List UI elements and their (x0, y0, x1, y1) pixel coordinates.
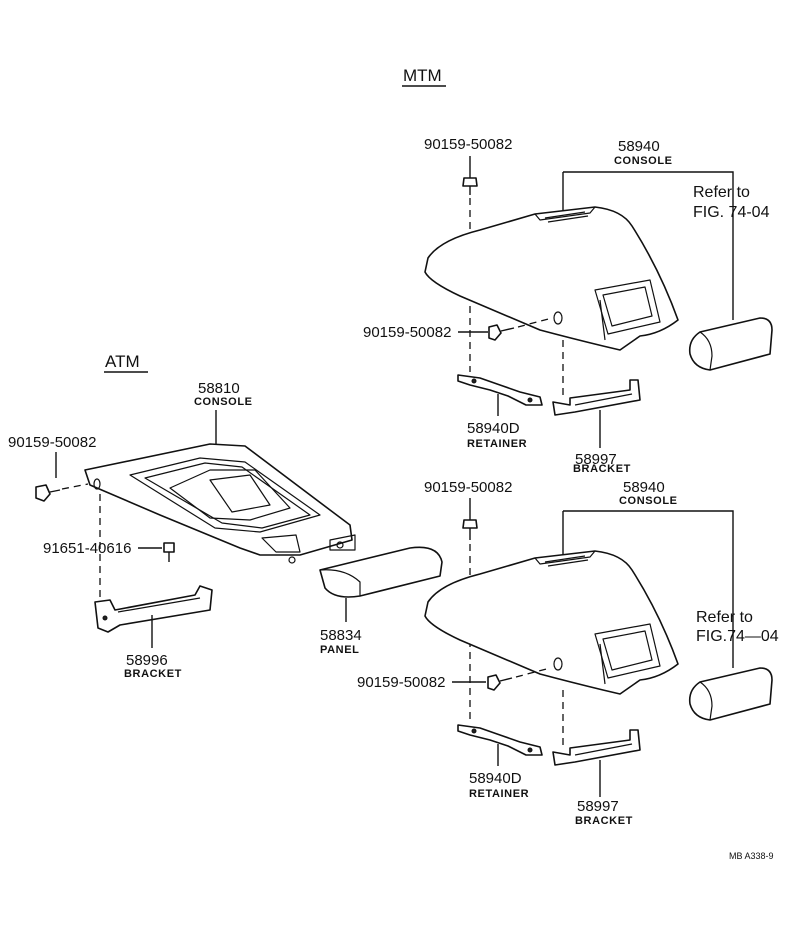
mtm-lower-console-part (424, 550, 679, 695)
mtm-upper-bracket-name: BRACKET (573, 463, 631, 475)
mtm-upper-refer-line1: Refer to (693, 184, 750, 201)
mtm-upper-console-pn: 58940 (618, 138, 660, 155)
mtm-lower-refer-part (688, 667, 773, 721)
bolt-icon (462, 498, 478, 540)
screw-icon (163, 542, 175, 562)
atm-panel-pn: 58834 (320, 627, 362, 644)
mtm-lower-bolt-side-label: 90159-50082 (357, 674, 445, 691)
alignment-line (517, 317, 553, 328)
mtm-upper-console-name: CONSOLE (614, 155, 673, 167)
bolt-icon (487, 674, 513, 691)
atm-bracket-pn: 58996 (126, 652, 168, 669)
mtm-upper-refer-line2: FIG. 74-04 (693, 204, 770, 221)
atm-panel-part (319, 546, 443, 598)
alignment-line (515, 667, 551, 678)
mtm-lower-bracket-name: BRACKET (575, 815, 633, 827)
mtm-upper-refer-part (688, 317, 773, 371)
mtm-upper-retainer-part (457, 374, 543, 406)
bolt-icon (462, 156, 478, 195)
leader-line (562, 171, 734, 320)
atm-screw-label: 91651-40616 (43, 540, 131, 557)
mtm-upper-retainer-name: RETAINER (467, 438, 527, 450)
mtm-lower-retainer-pn: 58940D (469, 770, 522, 787)
mtm-upper-bolt-side-label: 90159-50082 (363, 324, 451, 341)
section-title-mtm: MTM (403, 66, 442, 85)
mtm-lower-bracket-pn: 58997 (577, 798, 619, 815)
leader-line (562, 510, 734, 668)
atm-console-pn: 58810 (198, 380, 240, 397)
mtm-lower-console-pn: 58940 (623, 479, 665, 496)
bolt-icon (488, 324, 515, 341)
mtm-lower-bracket-part (552, 729, 641, 766)
atm-console-name: CONSOLE (194, 396, 253, 408)
figure-code: MB A338-9 (729, 851, 774, 861)
mtm-upper-bracket-pn: 58997 (575, 451, 617, 468)
mtm-lower-retainer-name: RETAINER (469, 788, 529, 800)
mtm-lower-refer-line2: FIG.74—04 (696, 628, 779, 645)
bolt-icon (35, 484, 61, 502)
atm-bolt-label: 90159-50082 (8, 434, 96, 451)
atm-group: 58810 CONSOLE 90159-50082 91651-40616 (8, 380, 443, 680)
atm-console-part (84, 443, 356, 564)
mtm-upper-bolt-top-label: 90159-50082 (424, 136, 512, 153)
atm-bracket-name: BRACKET (124, 668, 182, 680)
mtm-upper-console-part (424, 206, 679, 351)
mtm-upper-retainer-pn: 58940D (467, 420, 520, 437)
mtm-lower-bolt-top-label: 90159-50082 (424, 479, 512, 496)
atm-bracket-part (94, 585, 213, 633)
alignment-line (61, 483, 89, 490)
section-title-atm: ATM (105, 352, 140, 371)
mtm-lower-console-name: CONSOLE (619, 495, 678, 507)
atm-panel-name: PANEL (320, 644, 359, 656)
mtm-lower-retainer-part (457, 724, 543, 756)
mtm-upper-bracket-part (552, 379, 641, 416)
mtm-lower-refer-line1: Refer to (696, 609, 753, 626)
mtm-upper-group: 90159-50082 58940 CONSOLE Refer to FIG. … (363, 136, 773, 475)
mtm-lower-group: 90159-50082 58940 CONSOLE Refer to FIG.7… (357, 479, 779, 827)
